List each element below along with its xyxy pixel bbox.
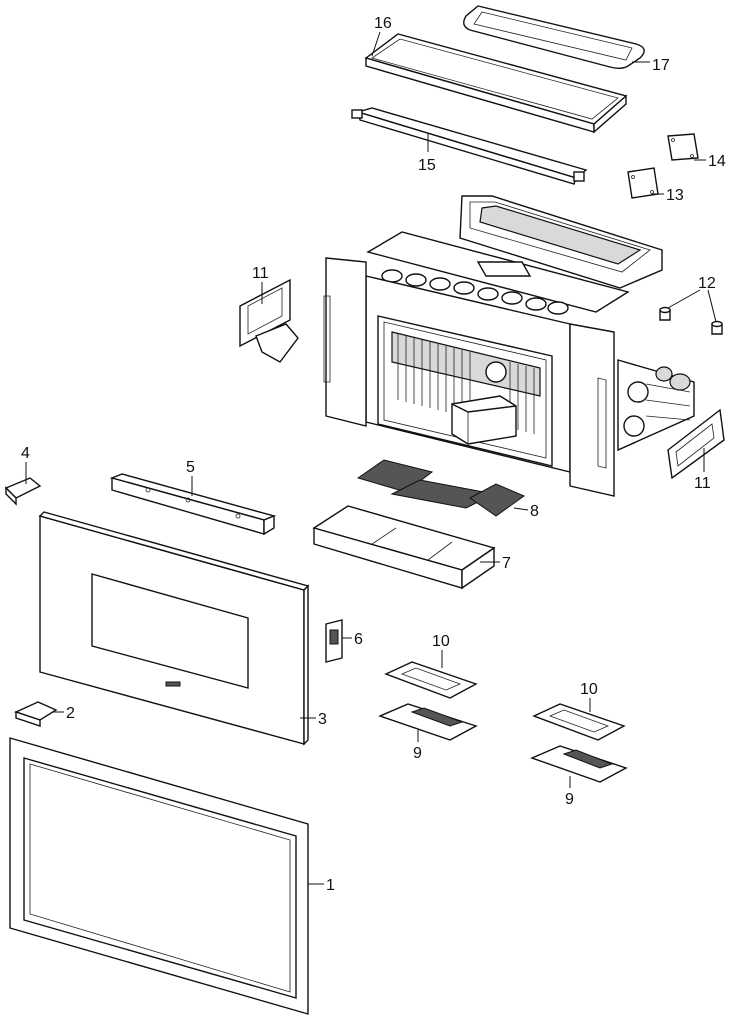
callouts: 1 2 3 4 5 6 7 8 9 9 10 10 11 11 12 13 14… bbox=[21, 15, 726, 894]
callout-10-right: 10 bbox=[580, 681, 598, 698]
part-11-left-bracket bbox=[239, 278, 299, 363]
part-3-door bbox=[38, 511, 310, 746]
callout-2: 2 bbox=[66, 705, 75, 722]
part-5-trim-bar bbox=[109, 473, 277, 536]
callout-5: 5 bbox=[186, 459, 195, 476]
callout-6: 6 bbox=[354, 631, 363, 648]
part-11-right-bracket bbox=[667, 408, 725, 480]
part-7-ash-tray bbox=[312, 505, 496, 590]
callout-14: 14 bbox=[708, 153, 726, 170]
part-17-gasket bbox=[463, 5, 645, 69]
callout-15: 15 bbox=[418, 157, 436, 174]
firebox-body bbox=[323, 195, 695, 497]
part-1-front-frame bbox=[9, 737, 309, 1015]
part-6-latch bbox=[325, 619, 343, 663]
part-8-grille bbox=[356, 459, 526, 517]
callout-4: 4 bbox=[21, 445, 30, 462]
callout-3: 3 bbox=[318, 711, 327, 728]
part-10-plate-right bbox=[532, 703, 626, 741]
callout-12: 12 bbox=[698, 275, 716, 292]
part-14-cover-plate bbox=[667, 133, 699, 161]
callout-17: 17 bbox=[652, 57, 670, 74]
part-9-plate-left bbox=[378, 703, 478, 741]
part-15-rail bbox=[351, 107, 588, 185]
flue-holes bbox=[381, 269, 569, 315]
part-13-cover-plate bbox=[627, 167, 659, 199]
part-4-hinge bbox=[4, 477, 42, 506]
callout-7: 7 bbox=[502, 555, 511, 572]
callout-10-left: 10 bbox=[432, 633, 450, 650]
part-16-top-plate bbox=[364, 33, 628, 134]
callout-16: 16 bbox=[374, 15, 392, 32]
callout-11-left: 11 bbox=[252, 265, 269, 282]
callout-11-right: 11 bbox=[694, 475, 711, 492]
part-9-plate-right bbox=[530, 745, 628, 783]
heat-exchanger-tubes bbox=[617, 359, 695, 452]
part-10-plate-left bbox=[384, 661, 478, 699]
callout-13: 13 bbox=[666, 187, 684, 204]
callout-1: 1 bbox=[326, 877, 335, 894]
callout-8: 8 bbox=[530, 503, 539, 520]
part-12-caps bbox=[659, 306, 723, 335]
part-2-hinge bbox=[14, 701, 58, 727]
leader-lines bbox=[25, 31, 717, 885]
callout-9-left: 9 bbox=[413, 745, 422, 762]
callout-9-right: 9 bbox=[565, 791, 574, 808]
